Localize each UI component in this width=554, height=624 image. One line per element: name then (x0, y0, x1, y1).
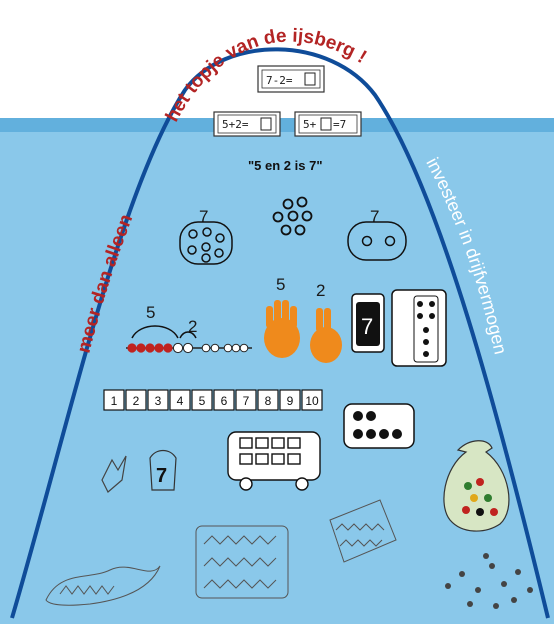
water-background (0, 118, 554, 624)
five-bead-label: 5 (146, 303, 155, 322)
number-strip-label: 9 (287, 394, 294, 408)
card-seven-label: 7 (361, 314, 373, 339)
number-strip-label: 10 (305, 394, 319, 408)
child-seven-label: 7 (156, 465, 167, 487)
svg-text:5+: 5+ (303, 118, 317, 131)
svg-text:7-2=: 7-2= (266, 74, 293, 87)
quote-text: "5 en 2 is 7" (248, 158, 322, 173)
number-strip-label: 4 (177, 394, 184, 408)
five-hand-label: 5 (276, 275, 285, 294)
number-strip-label: 5 (199, 394, 206, 408)
number-strip-label: 8 (265, 394, 272, 408)
number-strip-label: 1 (111, 394, 118, 408)
domino-card-icon (392, 290, 446, 366)
svg-text:=7: =7 (333, 118, 346, 131)
number-strip-label: 3 (155, 394, 162, 408)
dot-card-icon (344, 404, 414, 448)
number-card-icon: 7 (352, 294, 384, 352)
equation-top: 7-2= (258, 66, 324, 92)
equation-right: 5+ =7 (295, 112, 361, 136)
number-strip-label: 2 (133, 394, 140, 408)
two-hand-label: 2 (316, 281, 325, 300)
seven-left-label: 7 (199, 207, 208, 226)
number-strip-label: 6 (221, 394, 228, 408)
svg-text:5+2=: 5+2= (222, 118, 249, 131)
finger-hand-icon (264, 300, 300, 358)
equation-left: 5+2= (214, 112, 280, 136)
seven-right-label: 7 (370, 207, 379, 226)
number-strip-label: 7 (243, 394, 250, 408)
